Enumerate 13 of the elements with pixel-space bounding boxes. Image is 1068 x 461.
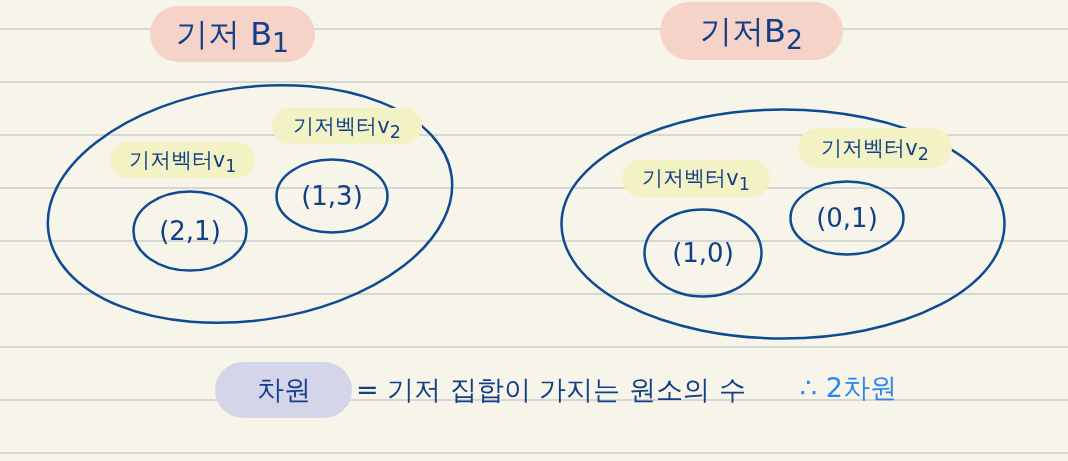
vector-label: 기저벡터v$_{1}$ [110, 142, 255, 178]
heading-label: 기저 B$_{1}$ [150, 6, 315, 62]
coordinate-text: (2,1) [158, 216, 222, 246]
conclusion-text: ∴ 2차원 [800, 371, 897, 405]
coordinate-text: (0,1) [815, 203, 879, 233]
heading-label: 기저B$_{2}$ [660, 2, 843, 60]
highlighted-term: 차원 [215, 362, 352, 418]
coordinate-text: (1,3) [300, 181, 364, 211]
vector-label: 기저벡터v$_{2}$ [798, 128, 952, 168]
coordinate-text: (1,0) [671, 238, 735, 268]
vector-label: 기저벡터v$_{1}$ [622, 160, 770, 197]
vector-label: 기저벡터v$_{2}$ [272, 108, 422, 144]
definition-text: = 기저 집합이 가지는 원소의 수 [356, 373, 746, 407]
